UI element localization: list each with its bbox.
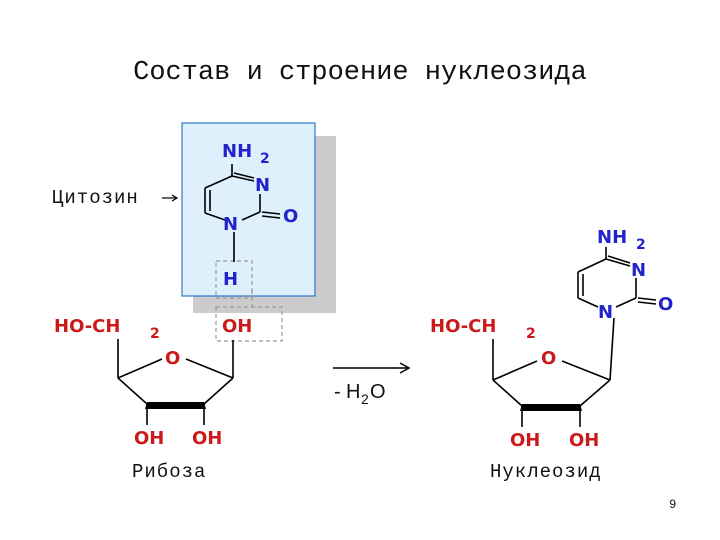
ribose-label: Рибоза [132, 461, 207, 483]
reaction-o: O [370, 381, 386, 403]
ribose-ring-bold-bond [145, 402, 206, 409]
reaction-h: H [346, 381, 360, 403]
cytosine-label: Цитозин [52, 187, 139, 209]
page-title: Состав и строение нуклеозида [133, 58, 587, 88]
cytosine-structure [204, 164, 281, 262]
product-ring-oxygen: O [541, 348, 556, 369]
cytosine-label-arrowhead [171, 194, 179, 202]
product-base-structure [577, 247, 657, 381]
ribose-oh-left: OH [134, 428, 164, 449]
oh-dashed-box [215, 306, 283, 342]
product-n-top: N [631, 260, 646, 281]
cytosine-nh-subscript: 2 [260, 151, 270, 167]
cytosine-highlight-box [181, 122, 316, 297]
ribose-oh-middle: OH [192, 428, 222, 449]
page-number: 9 [669, 497, 676, 511]
ribose-ch-subscript: 2 [150, 326, 160, 342]
product-ho-ch: HO-CH [430, 316, 496, 337]
product-ch-subscript: 2 [526, 326, 536, 342]
product-nh-subscript: 2 [636, 237, 646, 253]
ribose-ring-oxygen: O [165, 348, 180, 369]
product-ring-bold-bond [520, 404, 582, 411]
reaction-arrowhead [399, 362, 411, 374]
cytosine-oxygen: O [283, 206, 298, 227]
ribose-ho-ch: HO-CH [54, 316, 120, 337]
ribose-oh-right: OH [222, 316, 252, 337]
product-oh-right: OH [569, 430, 599, 451]
product-ribose-ring [492, 339, 611, 427]
cytosine-n-bottom: N [223, 214, 238, 235]
reaction-subscript: 2 [361, 391, 369, 407]
reaction-minus: - [334, 381, 341, 403]
ribose-ring [117, 339, 234, 425]
product-oxygen: O [658, 294, 673, 315]
cytosine-nh: NH [222, 141, 252, 162]
nucleoside-label: Нуклеозид [490, 461, 602, 483]
product-n-bottom: N [598, 302, 613, 323]
cytosine-hydrogen: H [223, 269, 238, 290]
product-nh: NH [597, 227, 627, 248]
cytosine-n-top: N [255, 175, 270, 196]
product-oh-left: OH [510, 430, 540, 451]
